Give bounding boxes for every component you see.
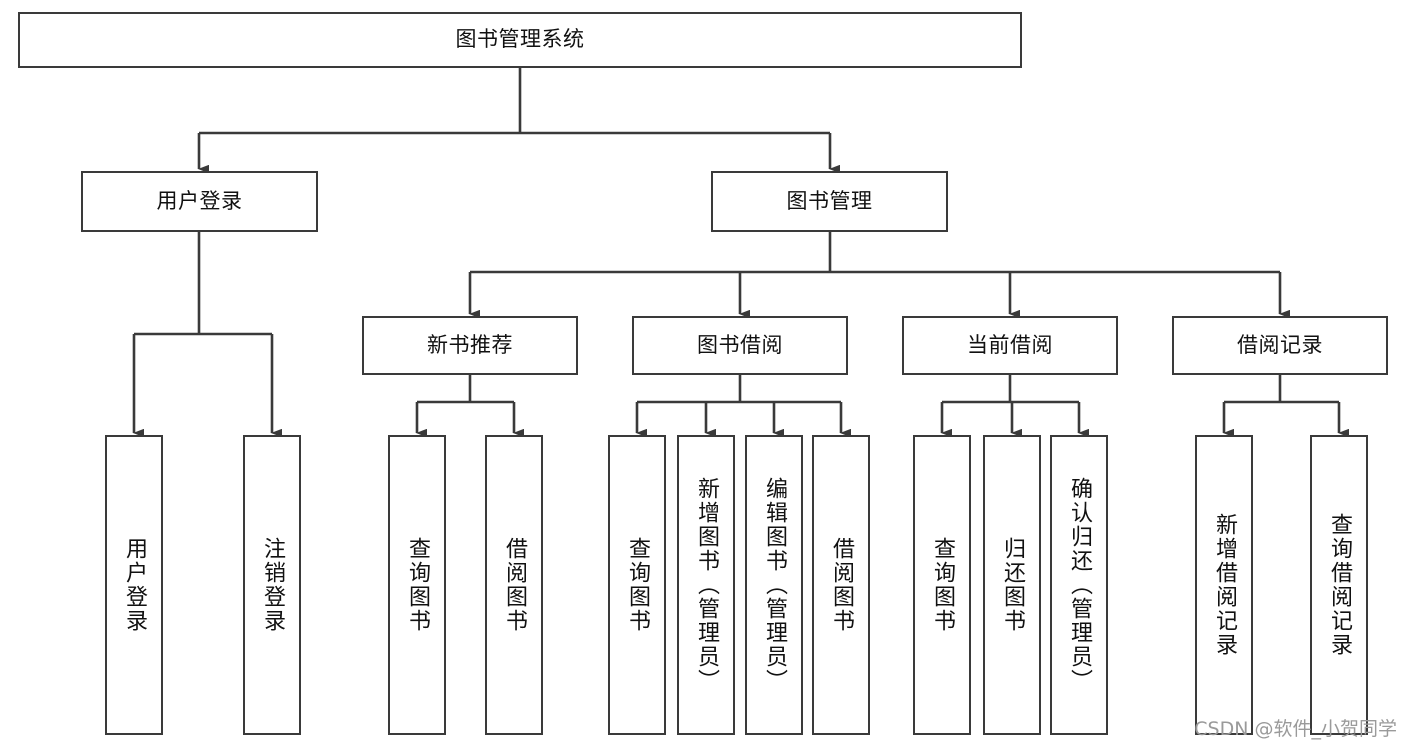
node-new-book-recommend-label: 新书推荐 <box>427 332 513 357</box>
leaf-book-borrow-add-label: 新增图书（管理员） <box>694 477 719 693</box>
node-user-login-label: 用户登录 <box>156 188 243 213</box>
leaf-new-book-query[interactable]: 查询图书 <box>388 435 446 735</box>
leaf-borrow-record-query[interactable]: 查询借阅记录 <box>1310 435 1368 735</box>
leaf-current-borrow-confirm-label: 确认归还（管理员） <box>1067 477 1092 693</box>
leaf-book-borrow-query-label: 查询图书 <box>625 537 650 633</box>
leaf-new-book-query-label: 查询图书 <box>405 537 430 633</box>
leaf-book-borrow-edit[interactable]: 编辑图书（管理员） <box>745 435 803 735</box>
leaf-new-book-borrow[interactable]: 借阅图书 <box>485 435 543 735</box>
node-book-borrow[interactable]: 图书借阅 <box>632 316 848 375</box>
node-book-management-label: 图书管理 <box>786 188 873 213</box>
leaf-book-borrow-add[interactable]: 新增图书（管理员） <box>677 435 735 735</box>
leaf-borrow-record-query-label: 查询借阅记录 <box>1327 513 1352 657</box>
leaf-book-borrow-edit-label: 编辑图书（管理员） <box>762 477 787 693</box>
leaf-current-borrow-confirm[interactable]: 确认归还（管理员） <box>1050 435 1108 735</box>
leaf-user-login-logout-label: 注销登录 <box>260 537 285 633</box>
leaf-new-book-borrow-label: 借阅图书 <box>502 537 527 633</box>
leaf-current-borrow-return-label: 归还图书 <box>1000 537 1025 633</box>
node-root-system[interactable]: 图书管理系统 <box>18 12 1022 68</box>
leaf-current-borrow-query-label: 查询图书 <box>930 537 955 633</box>
leaf-user-login-login-label: 用户登录 <box>122 537 147 633</box>
leaf-book-borrow-query[interactable]: 查询图书 <box>608 435 666 735</box>
leaf-current-borrow-return[interactable]: 归还图书 <box>983 435 1041 735</box>
leaf-user-login-login[interactable]: 用户登录 <box>105 435 163 735</box>
node-book-borrow-label: 图书借阅 <box>697 332 783 357</box>
node-current-borrow-label: 当前借阅 <box>967 332 1053 357</box>
node-borrow-record-label: 借阅记录 <box>1237 332 1323 357</box>
leaf-borrow-record-add[interactable]: 新增借阅记录 <box>1195 435 1253 735</box>
node-borrow-record[interactable]: 借阅记录 <box>1172 316 1388 375</box>
node-current-borrow[interactable]: 当前借阅 <box>902 316 1118 375</box>
leaf-user-login-logout[interactable]: 注销登录 <box>243 435 301 735</box>
leaf-borrow-record-add-label: 新增借阅记录 <box>1212 513 1237 657</box>
node-user-login[interactable]: 用户登录 <box>81 171 318 232</box>
leaf-book-borrow-borrow-label: 借阅图书 <box>829 537 854 633</box>
leaf-book-borrow-borrow[interactable]: 借阅图书 <box>812 435 870 735</box>
node-new-book-recommend[interactable]: 新书推荐 <box>362 316 578 375</box>
node-root-system-label: 图书管理系统 <box>455 27 585 52</box>
node-book-management[interactable]: 图书管理 <box>711 171 948 232</box>
leaf-current-borrow-query[interactable]: 查询图书 <box>913 435 971 735</box>
